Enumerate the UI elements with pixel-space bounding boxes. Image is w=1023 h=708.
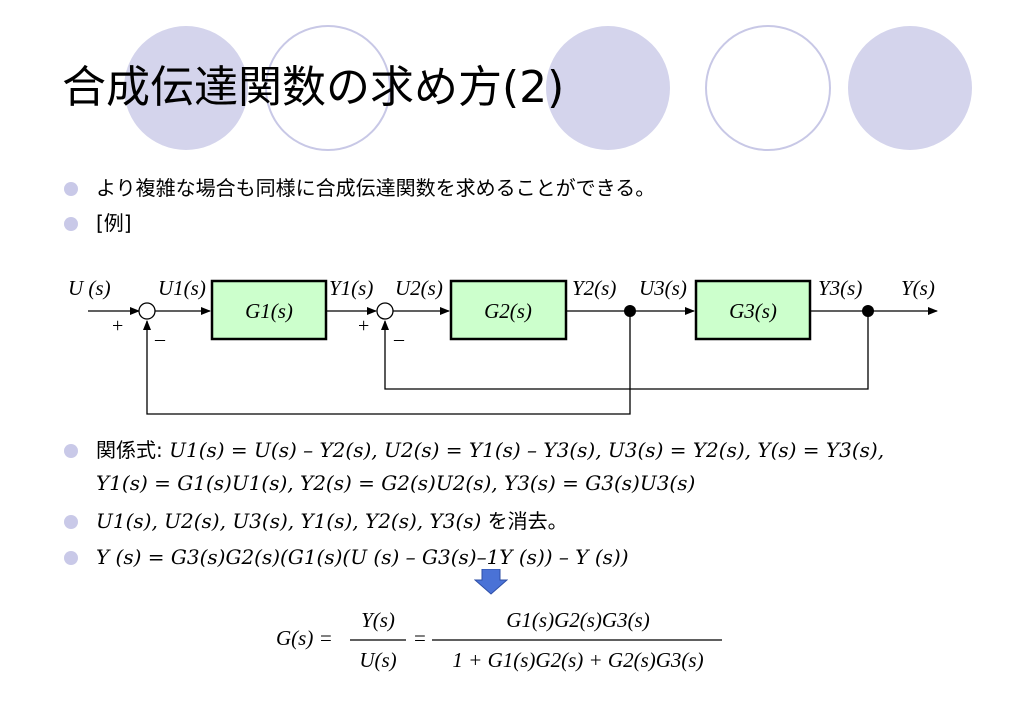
branch-point-1 — [624, 305, 636, 317]
block-g1 — [210, 279, 328, 341]
eq-frac2-den: 1 + G1(s)G2(s) + G2(s)G3(s) — [452, 648, 703, 672]
relations-line-1: 関係式: U1(s) = U(s) – Y2(s), U2(s) = Y1(s)… — [96, 437, 884, 463]
block-diagram: G1(s) G2(s) G3(s) U (s) U1(s) Y1(s) U2(s… — [68, 276, 938, 415]
branch-point-2 — [862, 305, 874, 317]
signal-label-u3: U3(s) — [639, 276, 687, 300]
eq-frac1-num: Y(s) — [361, 608, 395, 632]
feedback-loop-outer — [143, 311, 631, 415]
down-arrow-icon — [474, 569, 508, 595]
signal-label-y: Y(s) — [901, 276, 935, 300]
signal-label-u1: U1(s) — [158, 276, 206, 300]
deco-circle-3 — [546, 26, 670, 150]
signal-label-y3: Y3(s) — [818, 276, 862, 300]
eq-lhs: G(s) = — [276, 626, 333, 650]
feedback-loop-inner — [381, 311, 869, 390]
bullet-text-1: より複雑な場合も同様に合成伝達関数を求めることができる。 — [96, 176, 656, 200]
block-g3 — [694, 279, 812, 341]
bullet-marker — [64, 444, 78, 458]
eliminate-vars: U1(s), U2(s), U3(s), Y1(s), Y2(s), Y3(s) — [96, 509, 482, 533]
minus-sign-2: – — [393, 328, 405, 350]
block-g2-label: G2(s) — [484, 299, 532, 323]
bullet-marker — [64, 551, 78, 565]
eq-frac1-den: U(s) — [359, 648, 396, 672]
signal-label-y1: Y1(s) — [329, 276, 373, 300]
block-g2 — [449, 279, 568, 341]
summing-junction-1 — [138, 302, 156, 320]
slide-title: 合成伝達関数の求め方(2) — [62, 62, 565, 113]
relations-label: 関係式: — [96, 438, 163, 462]
block-g1-label: G1(s) — [245, 299, 293, 323]
derived-equation: Y (s) = G3(s)G2(s)(G1(s)(U (s) – G3(s)–1… — [96, 545, 629, 569]
eq-frac2-num: G1(s)G2(s)G3(s) — [506, 608, 649, 632]
minus-sign-1: – — [154, 328, 166, 350]
summing-junction-2 — [376, 302, 394, 320]
deco-circle-1 — [124, 26, 248, 150]
bullet-marker — [64, 182, 78, 196]
signal-label-u: U (s) — [68, 276, 111, 300]
block-g3-label: G3(s) — [729, 299, 777, 323]
bullet-marker — [64, 217, 78, 231]
signal-label-u2: U2(s) — [395, 276, 443, 300]
deco-circle-4 — [705, 25, 831, 151]
deco-circle-5 — [848, 26, 972, 150]
plus-sign-2: + — [358, 315, 369, 337]
eliminate-line: U1(s), U2(s), U3(s), Y1(s), Y2(s), Y3(s)… — [96, 508, 568, 534]
signal-label-y2: Y2(s) — [572, 276, 616, 300]
relations-line-2: Y1(s) = G1(s)U1(s), Y2(s) = G2(s)U2(s), … — [96, 471, 696, 495]
deco-circle-2 — [265, 25, 391, 151]
bullet-text-2: [例] — [96, 211, 132, 235]
decorative-circles — [124, 25, 972, 151]
eliminate-suffix: を消去。 — [481, 509, 568, 533]
relations-equations-1: U1(s) = U(s) – Y2(s), U2(s) = Y1(s) – Y3… — [169, 438, 885, 462]
bullet-marker — [64, 515, 78, 529]
eq-equals: = — [414, 626, 426, 650]
final-equation: G(s) = Y(s) U(s) = G1(s)G2(s)G3(s) 1 + G… — [276, 608, 722, 672]
plus-sign-1: + — [112, 315, 123, 337]
